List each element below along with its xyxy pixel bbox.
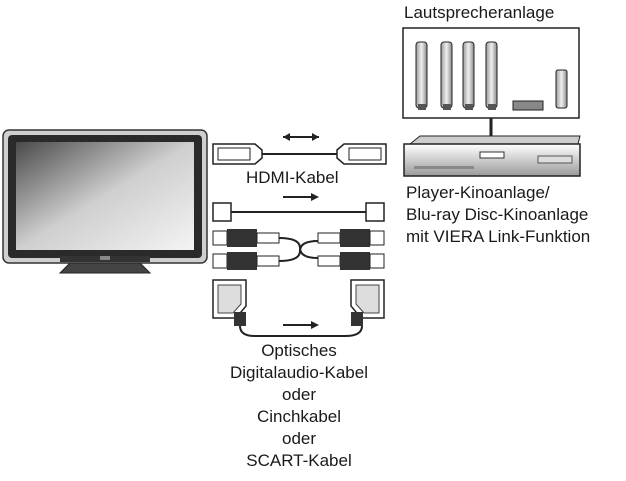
- speaker-icon: [415, 41, 498, 110]
- hdmi-plug-icon: [336, 143, 387, 165]
- arrow-icon: [283, 193, 319, 201]
- player-label-line1: Player-Kinoanlage/: [406, 183, 550, 202]
- cable-label-line6: SCART-Kabel: [246, 451, 352, 470]
- rca-cable-icon: [212, 229, 385, 270]
- tv-icon: [2, 129, 208, 274]
- cable-label-line1: Optisches: [261, 341, 337, 360]
- scart-plug-icon: [212, 279, 247, 326]
- hdmi-cable-label: HDMI-Kabel: [246, 168, 339, 187]
- optical-cable-icon: [212, 193, 385, 222]
- rca-plug-icon: [212, 229, 280, 270]
- cable-label-line3: oder: [281, 385, 317, 404]
- optical-plug-icon: [365, 202, 385, 222]
- player-label-line2: Blu-ray Disc-Kinoanlage: [406, 205, 589, 224]
- cable-label-line4: Cinchkabel: [256, 407, 342, 426]
- rca-plug-icon: [317, 229, 385, 270]
- scart-plug-icon: [350, 279, 385, 326]
- blu-ray-player-icon: [403, 135, 581, 177]
- hdmi-cable-icon: [212, 133, 387, 165]
- cable-label-line5: oder: [281, 429, 317, 448]
- arrow-icon: [283, 133, 319, 141]
- optical-plug-icon: [212, 202, 232, 222]
- cable-label-line2: Digitalaudio-Kabel: [230, 363, 368, 382]
- speaker-system-label: Lautsprecheranlage: [404, 3, 555, 22]
- speaker-system-icon: [402, 27, 580, 119]
- arrow-icon: [283, 321, 319, 329]
- scart-cable-icon: [212, 279, 385, 337]
- subwoofer-icon: [512, 69, 568, 111]
- hdmi-plug-icon: [212, 143, 263, 165]
- player-label-line3: mit VIERA Link-Funktion: [406, 227, 591, 246]
